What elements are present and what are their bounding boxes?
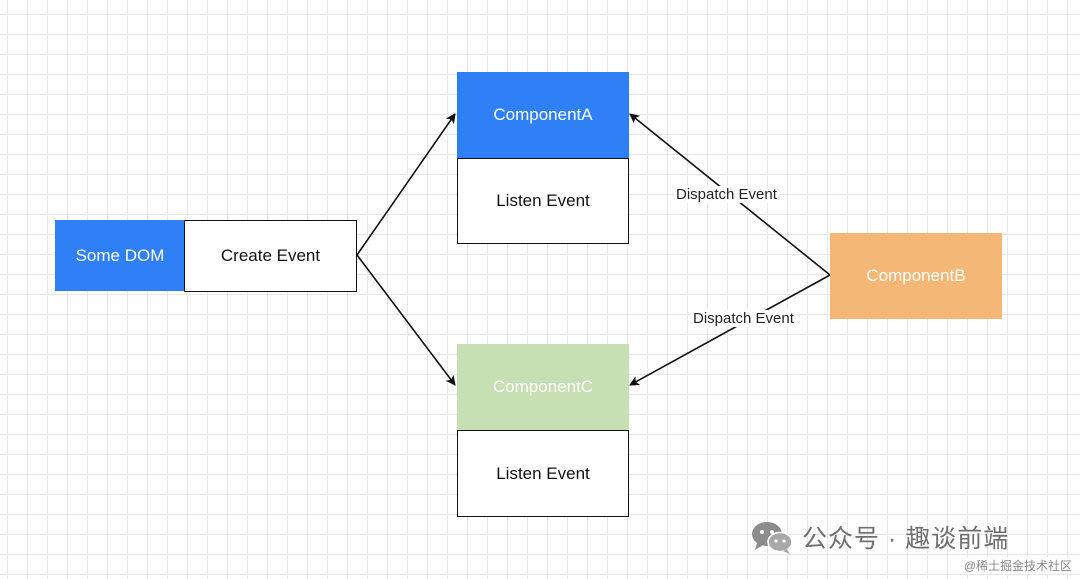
node-listen-event-c: Listen Event (457, 430, 629, 517)
node-create-event: Create Event (184, 220, 357, 292)
watermark-text: 公众号 · 趣谈前端 (802, 525, 1010, 553)
edge-create-to-component-a (356, 113, 456, 256)
credit-text: @稀土掘金技术社区 (961, 557, 1074, 574)
node-some-dom: Some DOM (55, 220, 185, 291)
edge-b-to-component-c (629, 274, 831, 386)
node-component-b: ComponentB (830, 233, 1002, 319)
node-component-c: ComponentC (457, 344, 629, 430)
node-listen-event-a: Listen Event (457, 158, 629, 244)
edge-label-dispatch-to-c: Dispatch Event (691, 310, 796, 327)
node-component-a: ComponentA (457, 72, 629, 158)
wechat-icon (752, 522, 793, 554)
edge-label-dispatch-to-a: Dispatch Event (674, 186, 779, 203)
edge-create-to-component-c (356, 254, 456, 386)
watermark: 公众号 · 趣谈前端 (750, 519, 1009, 555)
